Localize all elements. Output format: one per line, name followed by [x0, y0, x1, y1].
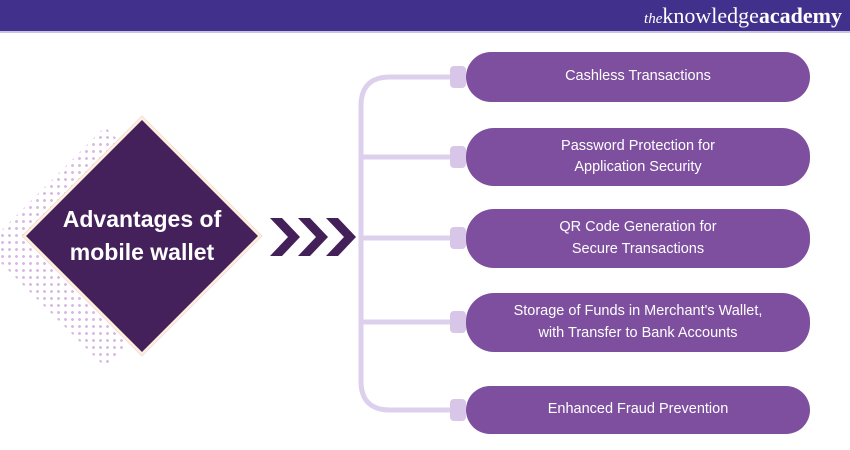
advantage-box-password-protection: Password Protection for Application Secu…: [466, 128, 810, 186]
advantage-box-storage-of-funds: Storage of Funds in Merchant's Wallet, w…: [466, 293, 810, 352]
connector-plug-4: [450, 311, 466, 333]
logo-the: the: [644, 10, 663, 27]
connector-plug-1: [450, 66, 466, 88]
advantage-label: QR Code Generation for Secure Transactio…: [559, 219, 717, 257]
chevron-right-icon: [298, 218, 328, 256]
connector-trunk: [358, 74, 452, 413]
connector-plug-3: [450, 227, 466, 249]
advantage-box-qr-code-generation: QR Code Generation for Secure Transactio…: [466, 209, 810, 268]
triple-chevron-arrows: [270, 218, 356, 256]
connector-plug-2: [450, 146, 466, 168]
chevron-right-icon: [270, 218, 300, 256]
connector-plug-5: [450, 399, 466, 421]
advantage-label: Cashless Transactions: [565, 68, 711, 85]
advantage-box-enhanced-fraud-prevention: Enhanced Fraud Prevention: [466, 386, 810, 434]
diagram-title: Advantages of mobile wallet: [62, 205, 222, 265]
advantage-label: Enhanced Fraud Prevention: [547, 401, 729, 418]
chevron-right-icon: [326, 218, 356, 256]
advantage-label: Password Protection for Application Secu…: [561, 137, 715, 175]
logo-academy: academy: [758, 2, 842, 28]
advantage-box-cashless-transactions: Cashless Transactions: [466, 52, 810, 102]
advantage-label: Storage of Funds in Merchant's Wallet, w…: [513, 303, 763, 341]
central-diamond: Advantages of mobile wallet: [21, 115, 263, 357]
logo-knowledge: knowledge: [662, 2, 759, 28]
